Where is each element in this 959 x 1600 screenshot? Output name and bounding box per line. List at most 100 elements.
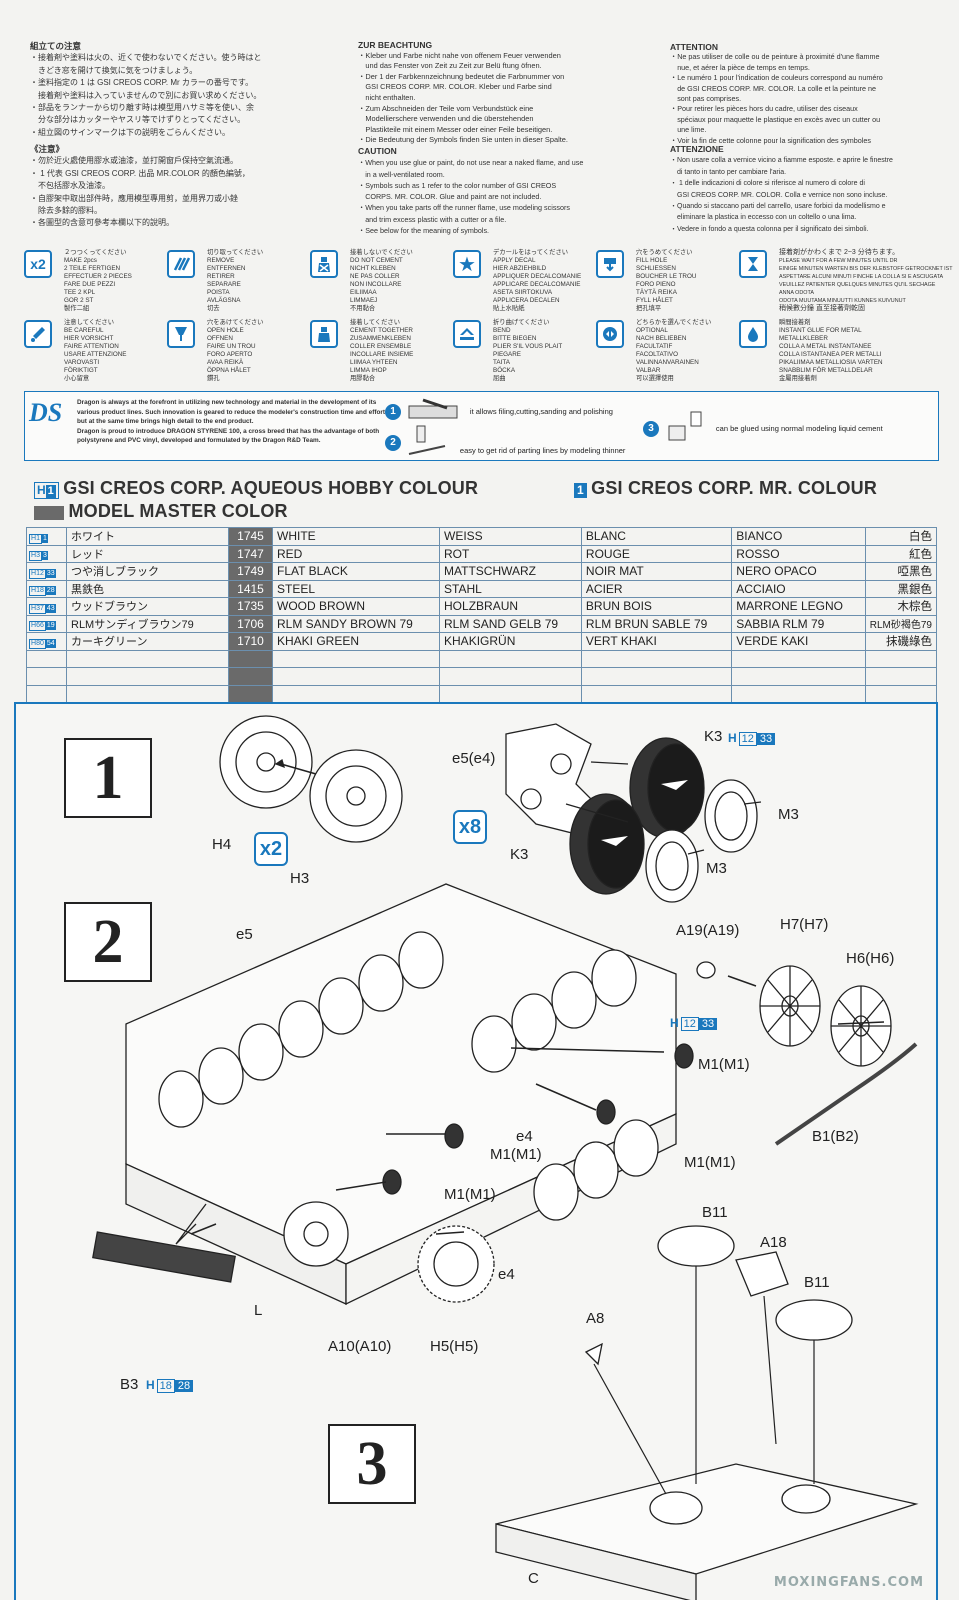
watermark: MOXINGFANS.COM: [773, 1575, 924, 1590]
feature-number: 3: [643, 420, 659, 437]
fill-hole-icon: [596, 250, 624, 278]
notes-line: ・Die Bedeutung der Symbols finden Sie un…: [358, 135, 568, 145]
notes-italian: ATTENZIONE ・Non usare colla a vernice vi…: [670, 144, 944, 235]
drop-icon: [739, 320, 767, 348]
dragon-styrene-box: DS Dragon is always at the forefront in …: [24, 391, 939, 461]
thinner-illustration: [409, 425, 446, 455]
color-name-ja: ウッドブラウン: [66, 597, 229, 616]
color-name-en: STEEL: [271, 579, 441, 598]
color-name-cn: RLM砂褐色79: [864, 614, 938, 633]
glue-icon: [310, 320, 338, 348]
notes-line: ・組立図のサインマークは下の説明をごらんください。: [30, 127, 230, 137]
notes-line: ・ 1 代表 GSI CREOS CORP. 出品 MR.COLOR 的顏色編號…: [30, 168, 250, 178]
color-name-fr: ACIER: [580, 579, 733, 598]
part-label-b11-right: B11: [804, 1274, 830, 1291]
notes-line: ・勿於近火處使用膠水或油漆，並打開窗戶保持空氣流通。: [30, 156, 238, 166]
notes-line: ・ 1 delle indicazioni di colore si rifer…: [670, 180, 865, 188]
color-name-en: KHAKI GREEN: [271, 632, 441, 651]
mr-colour-badge: 1: [574, 483, 587, 498]
notes-line: 不包括膠水及油漆。: [30, 181, 110, 191]
step-3-box: 3: [328, 1424, 416, 1504]
part-label-e5e4: e5(e4): [452, 750, 496, 767]
color-name-it: NERO OPACO: [731, 562, 866, 581]
notes-chinese-header: 《注意》: [30, 144, 65, 154]
paint-title-3: MODEL MASTER COLOR: [68, 501, 288, 521]
notes-line: GSI CREOS CORP. MR. COLOR. Kleber und Fa…: [358, 82, 552, 92]
feature-3-text: can be glued using normal modeling liqui…: [715, 424, 883, 434]
color-name-cn: 抹磯綠色: [864, 632, 938, 651]
feature-number: 1: [385, 403, 401, 420]
dragon-text-2: Dragon is proud to introduce DRAGON STYR…: [77, 427, 380, 445]
notes-line: ・Vedere in fondo a questa colonna per il…: [670, 225, 869, 233]
part-label-b11-top: B11: [702, 1204, 728, 1221]
part-label-b1: B1(B2): [812, 1128, 859, 1145]
notes-line: Modellierschere verwenden und die überst…: [358, 114, 534, 124]
notes-line: Plastikteile mit einem Messer oder einer…: [358, 124, 553, 134]
model-master-number: 1735: [228, 597, 273, 616]
part-label-a18: A18: [760, 1234, 787, 1251]
feature-1-text: it allows filing,cutting,sanding and pol…: [469, 407, 613, 417]
notes-line: ・塗料指定の 1 は GSI CREOS CORP. Mr カラーの番号です。: [30, 78, 254, 88]
notes-line: きどき窓を開けて換気に気をつけましょう。: [30, 65, 198, 75]
notes-line: ・When you take parts off the runner flam…: [358, 203, 570, 213]
notes-line: ・部品をランナーから切り離す時は模型用ハサミ等を使い、余: [30, 103, 254, 113]
color-name-ja: ホワイト: [66, 527, 229, 546]
color-name-it: VERDE KAKI: [731, 632, 866, 651]
hourglass-icon: [739, 250, 767, 278]
color-name-de: MATTSCHWARZ: [439, 562, 582, 581]
notes-japanese-header: 組立ての注意: [30, 41, 82, 51]
feature-3: 3 can be glued using normal modeling liq…: [643, 410, 883, 444]
table-row-empty: [26, 684, 938, 703]
x2-icon: x2: [24, 250, 52, 278]
notes-german: ZUR BEACHTUNG ・Kleber und Farbe nicht na…: [358, 40, 628, 146]
model-master-swatch: [34, 505, 64, 520]
model-master-number: 1710: [228, 632, 273, 651]
notes-line: sont pas comprises.: [670, 94, 742, 104]
notes-line: ・Ne pas utiliser de colle ou de peinture…: [670, 52, 880, 62]
part-label-e5: e5: [236, 926, 253, 943]
notes-french: ATTENTION ・Ne pas utiliser de colle ou d…: [670, 42, 942, 146]
color-name-it: BIANCO: [731, 527, 866, 546]
notes-line: ・Pour retirer les pièces hors du cadre, …: [670, 104, 858, 114]
notes-line: ・Voir la fin de cette colonne pour la si…: [670, 135, 871, 145]
notes-line: ・Quando si staccano parti del carrello, …: [670, 203, 886, 211]
paint-title-2: GSI CREOS CORP. MR. COLOUR: [591, 478, 878, 498]
file-tool-illustration: [408, 398, 458, 419]
part-label-m3-bottom: M3: [706, 860, 727, 877]
color-name-fr: VERT KHAKI: [580, 632, 733, 651]
notes-line: ・Le numéro 1 pour l'indication de couleu…: [670, 73, 883, 83]
color-name-it: ACCIAIO: [731, 579, 866, 598]
feature-2-text: easy to get rid of parting lines by mode…: [459, 446, 626, 456]
notes-line: de GSI CREOS CORP. MR. COLOR. La colle e…: [670, 83, 876, 93]
notes-line: ・Non usare colla a vernice vicino a fiam…: [670, 157, 893, 165]
color-name-fr: BLANC: [580, 527, 733, 546]
notes-line: ・Der 1 der Farbkennzeichnung bedeutet di…: [358, 71, 565, 81]
color-name-en: WHITE: [271, 527, 441, 546]
dragon-description: Dragon is always at the forefront in uti…: [77, 398, 395, 446]
bend-icon: [453, 320, 481, 348]
color-name-ja: RLMサンディブラウン79: [66, 614, 229, 633]
part-label-h5: H5(H5): [430, 1338, 479, 1355]
notes-line: und das Fenster von Zeit zu Zeit zur Bel…: [358, 61, 542, 71]
color-name-ja: カーキグリーン: [66, 632, 229, 651]
no-glue-icon: [310, 250, 338, 278]
drill-icon: [167, 320, 195, 348]
color-name-it: ROSSO: [731, 544, 866, 563]
color-name-cn: 白色: [864, 527, 938, 546]
cement-illustration: [668, 411, 702, 441]
part-label-e4-b: e4: [498, 1266, 515, 1283]
